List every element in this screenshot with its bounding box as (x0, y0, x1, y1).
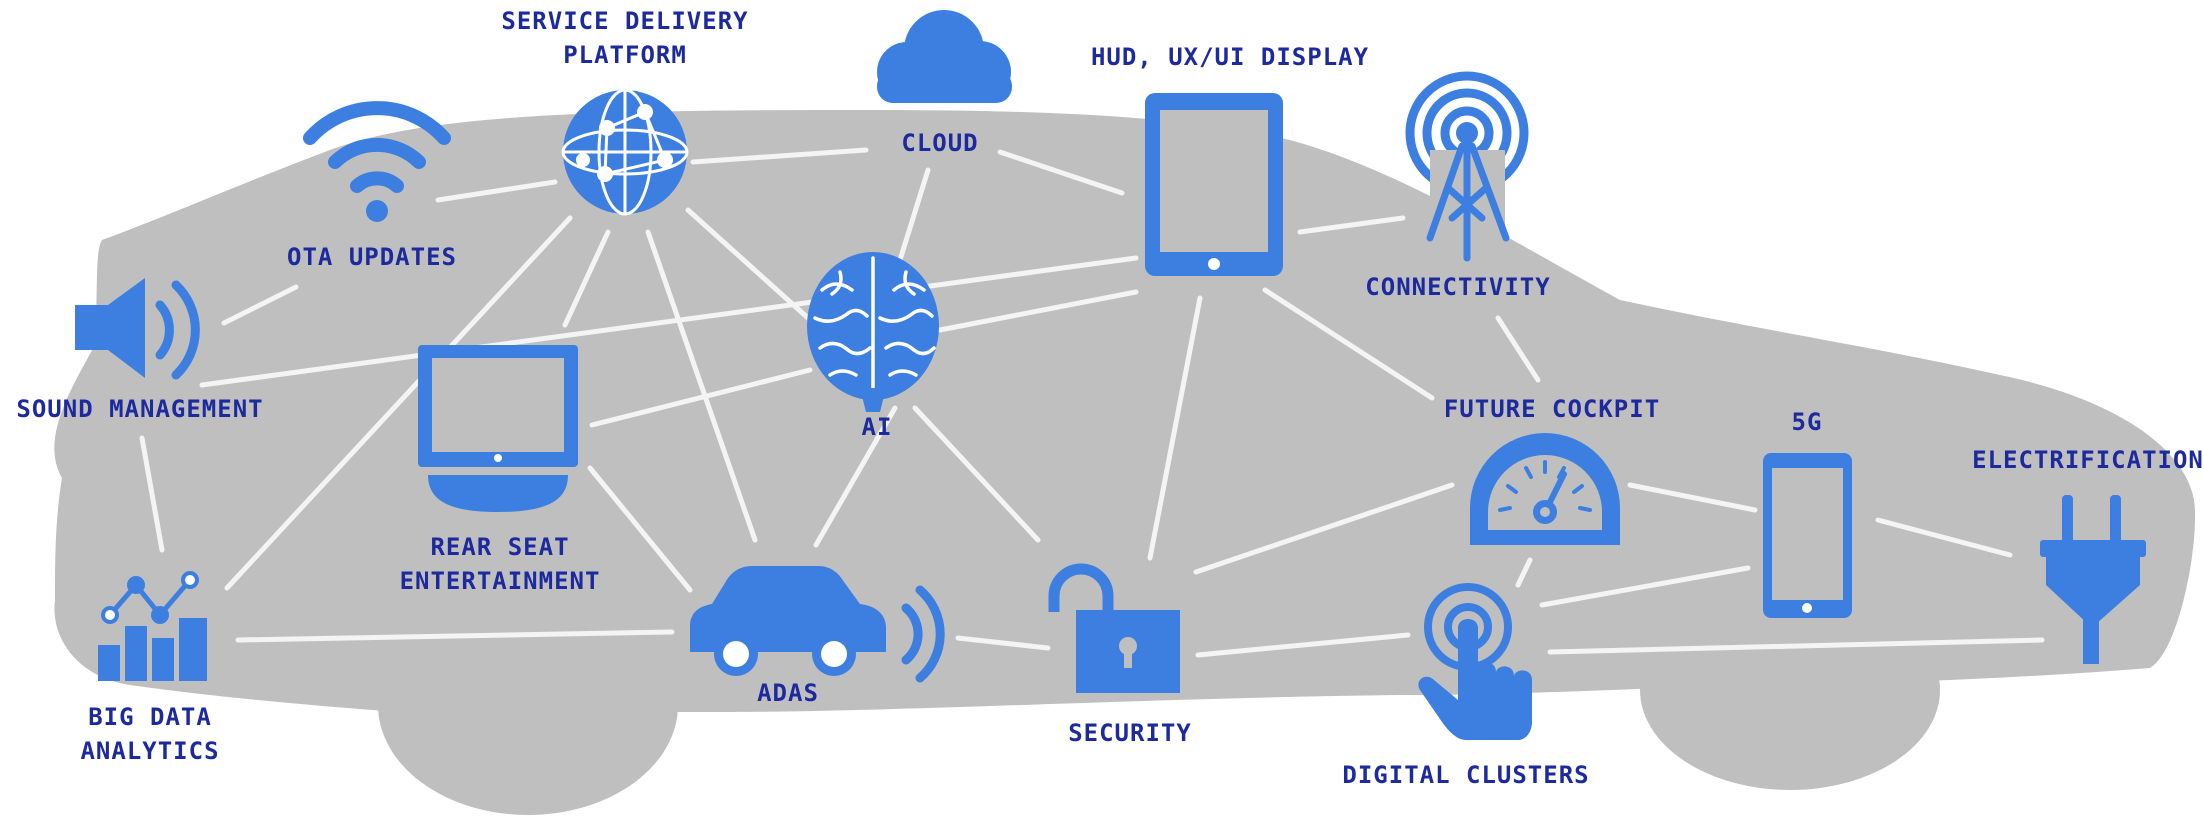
connector-line (235, 629, 675, 643)
connector-line (1515, 557, 1533, 588)
speedometer-icon (1470, 433, 1620, 545)
connector-line (1195, 632, 1411, 658)
label-security: SECURITY (1068, 719, 1192, 747)
label-hud-display: HUD, UX/UI DISPLAY (1090, 43, 1370, 71)
label-future-cockpit: FUTURE COCKPIT (1443, 395, 1661, 423)
cloud-icon (877, 10, 1012, 103)
connector-line (1539, 565, 1751, 608)
label-sound-management: SOUND MANAGEMENT (16, 395, 264, 423)
label-rear-seat-entertainment: REAR SEAT ENTERTAINMENT (399, 533, 601, 595)
car-sensor-icon (690, 566, 945, 683)
label-connectivity: CONNECTIVITY (1365, 273, 1551, 301)
connector-line (937, 289, 1139, 333)
padlock-icon (1048, 563, 1180, 693)
connector-line (1193, 482, 1455, 575)
connector-line (562, 229, 611, 328)
connector-line (1875, 517, 2013, 558)
connector-line (897, 167, 931, 263)
tablet-icon (1145, 93, 1283, 276)
touch-hand-icon (1418, 583, 1532, 740)
connector-line (589, 367, 813, 428)
speaker-icon (75, 278, 200, 380)
connector-line (997, 149, 1125, 196)
connector-line (199, 255, 1139, 388)
antenna-tower-icon (1405, 71, 1529, 262)
connector-line (1495, 315, 1541, 383)
smartphone-icon (1763, 453, 1852, 618)
connector-lines (139, 147, 2045, 658)
bar-chart-icon (98, 571, 207, 681)
label-adas: ADAS (757, 679, 819, 707)
label-5g: 5G (1791, 408, 1823, 436)
connector-line (1297, 215, 1406, 235)
car-silhouette (54, 110, 2196, 815)
connector-line (1262, 287, 1435, 401)
connector-line (685, 207, 811, 321)
wifi-dot (366, 200, 388, 222)
connector-line (813, 405, 898, 548)
brain-icon (807, 252, 939, 412)
label-cloud: CLOUD (901, 129, 979, 157)
connector-line (690, 147, 869, 165)
connector-line (645, 229, 758, 543)
connector-line (435, 179, 558, 203)
label-service-delivery: SERVICE DELIVERY PLATFORM (501, 7, 749, 69)
plug-icon (2040, 495, 2146, 664)
label-big-data-analytics: BIG DATA ANALYTICS (80, 703, 220, 765)
connector-line (912, 405, 1041, 543)
connector-line (955, 635, 1051, 651)
globe-network-icon (561, 88, 689, 216)
connector-line (1547, 637, 2045, 655)
connector-line (224, 215, 573, 591)
connector-line (139, 435, 165, 553)
connector-line (1627, 482, 1758, 513)
label-ota-updates: OTA UPDATES (287, 243, 457, 271)
wifi-icon (303, 101, 451, 193)
connector-line (1147, 295, 1203, 561)
label-electrification: ELECTRIFICATION (1972, 446, 2204, 474)
label-digital-clusters: DIGITAL CLUSTERS (1342, 761, 1590, 789)
monitor-icon (418, 345, 578, 512)
connector-line (221, 284, 299, 326)
connector-line (587, 465, 693, 593)
label-ai: AI (861, 413, 893, 441)
